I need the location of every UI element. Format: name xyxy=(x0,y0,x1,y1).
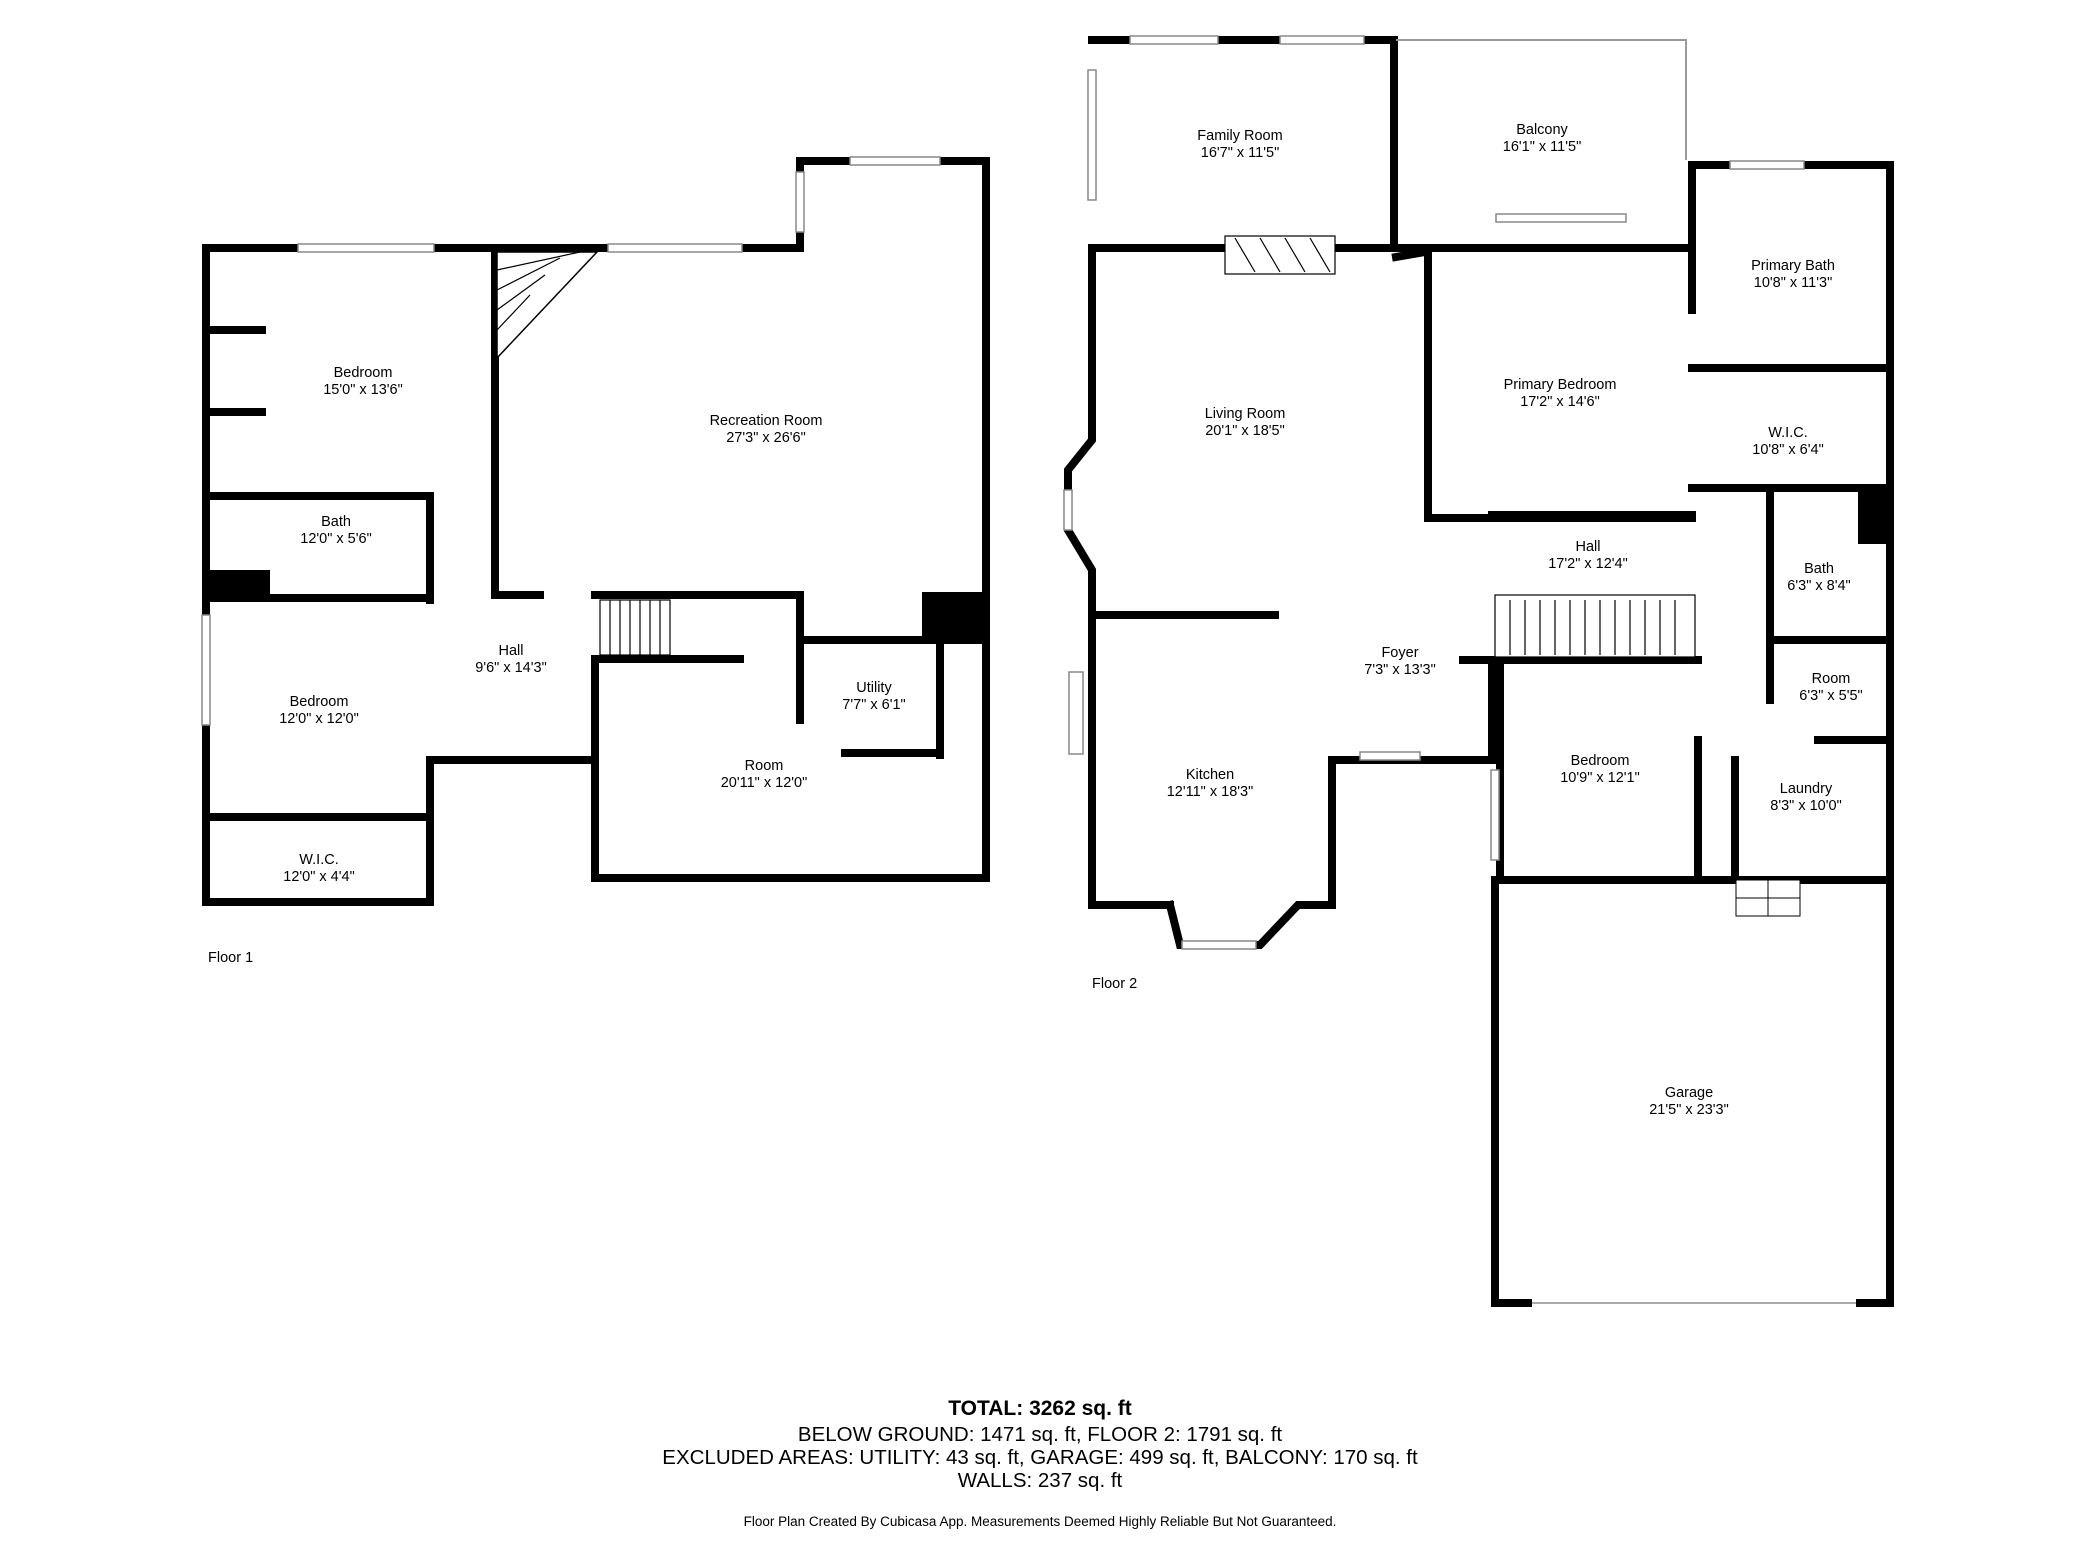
room-name: W.I.C. xyxy=(299,852,338,868)
room-name: Primary Bedroom xyxy=(1504,377,1617,393)
room-name: Kitchen xyxy=(1186,767,1234,783)
f2-outer-wall xyxy=(1064,36,1398,909)
room-dims: 16'7" x 11'5" xyxy=(1201,145,1279,161)
f2-kitchen-wall xyxy=(1165,658,1496,949)
room-dims: 27'3" x 26'6" xyxy=(726,430,806,446)
room-dims: 6'3" x 8'4" xyxy=(1787,578,1850,594)
floor-2-plan xyxy=(1064,36,1894,1307)
window xyxy=(1490,769,1500,861)
f1-column xyxy=(206,570,270,598)
room-dims: 16'1" x 11'5" xyxy=(1503,139,1581,155)
room-dims: 10'9" x 12'1" xyxy=(1560,770,1640,786)
f2-garage-step xyxy=(1735,879,1801,917)
total-area: TOTAL: 3262 sq. ft xyxy=(948,1397,1132,1420)
f1-staircase xyxy=(496,251,671,656)
room-dims: 7'7" x 6'1" xyxy=(842,697,905,713)
f2-balcony-rail xyxy=(1396,39,1687,160)
f1-column xyxy=(922,592,986,640)
room-dims: 6'3" x 5'5" xyxy=(1799,688,1862,704)
window xyxy=(1129,35,1219,45)
room-name: Family Room xyxy=(1197,128,1282,144)
window xyxy=(1729,160,1805,170)
room-name: Bedroom xyxy=(334,365,393,381)
window xyxy=(795,171,805,233)
f2-column xyxy=(1858,488,1890,544)
window xyxy=(607,243,743,253)
room-name: Bath xyxy=(321,514,351,530)
f2-wall xyxy=(1688,161,1894,1307)
room-name: Hall xyxy=(499,643,524,659)
room-name: Primary Bath xyxy=(1751,258,1835,274)
room-dims: 7'3" x 13'3" xyxy=(1364,662,1435,678)
room-dims: 20'11" x 12'0" xyxy=(721,775,808,791)
walls-area: WALLS: 237 sq. ft xyxy=(957,1469,1123,1492)
window xyxy=(1063,489,1073,531)
f2-windows xyxy=(1063,35,1805,950)
room-dims: 12'11" x 18'3" xyxy=(1167,784,1254,800)
f2-wall xyxy=(1391,247,1430,262)
room-dims: 17'2" x 12'4" xyxy=(1548,556,1628,572)
window xyxy=(849,156,941,166)
f2-staircase xyxy=(1494,594,1696,658)
room-name: Recreation Room xyxy=(710,413,823,429)
window xyxy=(1359,751,1421,761)
f2-garage-wall xyxy=(1491,876,1532,1307)
window xyxy=(1087,69,1097,201)
room-dims: 21'5" x 23'3" xyxy=(1649,1102,1729,1118)
excluded-areas: EXCLUDED AREAS: UTILITY: 43 sq. ft, GARA… xyxy=(662,1446,1418,1469)
f1-windows xyxy=(201,156,941,726)
floor-1-label: Floor 1 xyxy=(208,950,253,966)
room-dims: 12'0" x 5'6" xyxy=(300,531,371,547)
room-name: Bedroom xyxy=(1571,753,1630,769)
room-name: Bedroom xyxy=(290,694,349,710)
room-dims: 15'0" x 13'6" xyxy=(323,382,403,398)
room-name: Utility xyxy=(856,680,892,696)
room-dims: 9'6" x 14'3" xyxy=(475,660,546,676)
window xyxy=(1068,671,1084,755)
room-name: Balcony xyxy=(1516,122,1568,138)
room-dims: 12'0" x 12'0" xyxy=(279,711,359,727)
room-name: Garage xyxy=(1665,1085,1713,1101)
room-name: Room xyxy=(745,758,784,774)
f2-fireplace xyxy=(1224,235,1336,275)
floor-2-label: Floor 2 xyxy=(1092,976,1137,992)
room-name: Bath xyxy=(1804,561,1834,577)
disclaimer: Floor Plan Created By Cubicasa App. Meas… xyxy=(743,1514,1337,1529)
area-breakdown: BELOW GROUND: 1471 sq. ft, FLOOR 2: 1791… xyxy=(797,1423,1283,1446)
window xyxy=(1181,940,1257,950)
window xyxy=(1495,213,1627,223)
room-dims: 12'0" x 4'4" xyxy=(283,869,354,885)
room-dims: 20'1" x 18'5" xyxy=(1205,423,1285,439)
room-labels: Bedroom 15'0" x 13'6" Recreation Room 27… xyxy=(279,122,1862,1118)
room-name: Foyer xyxy=(1381,645,1418,661)
room-name: Laundry xyxy=(1780,781,1833,797)
window xyxy=(1279,35,1365,45)
window xyxy=(201,614,211,726)
room-dims: 17'2" x 14'6" xyxy=(1520,394,1600,410)
room-name: W.I.C. xyxy=(1768,425,1807,441)
room-dims: 8'3" x 10'0" xyxy=(1770,798,1841,814)
room-name: Room xyxy=(1812,671,1851,687)
room-dims: 10'8" x 11'3" xyxy=(1754,275,1832,291)
room-name: Hall xyxy=(1576,539,1601,555)
room-name: Living Room xyxy=(1205,406,1286,422)
window xyxy=(297,243,435,253)
room-dims: 10'8" x 6'4" xyxy=(1752,442,1823,458)
